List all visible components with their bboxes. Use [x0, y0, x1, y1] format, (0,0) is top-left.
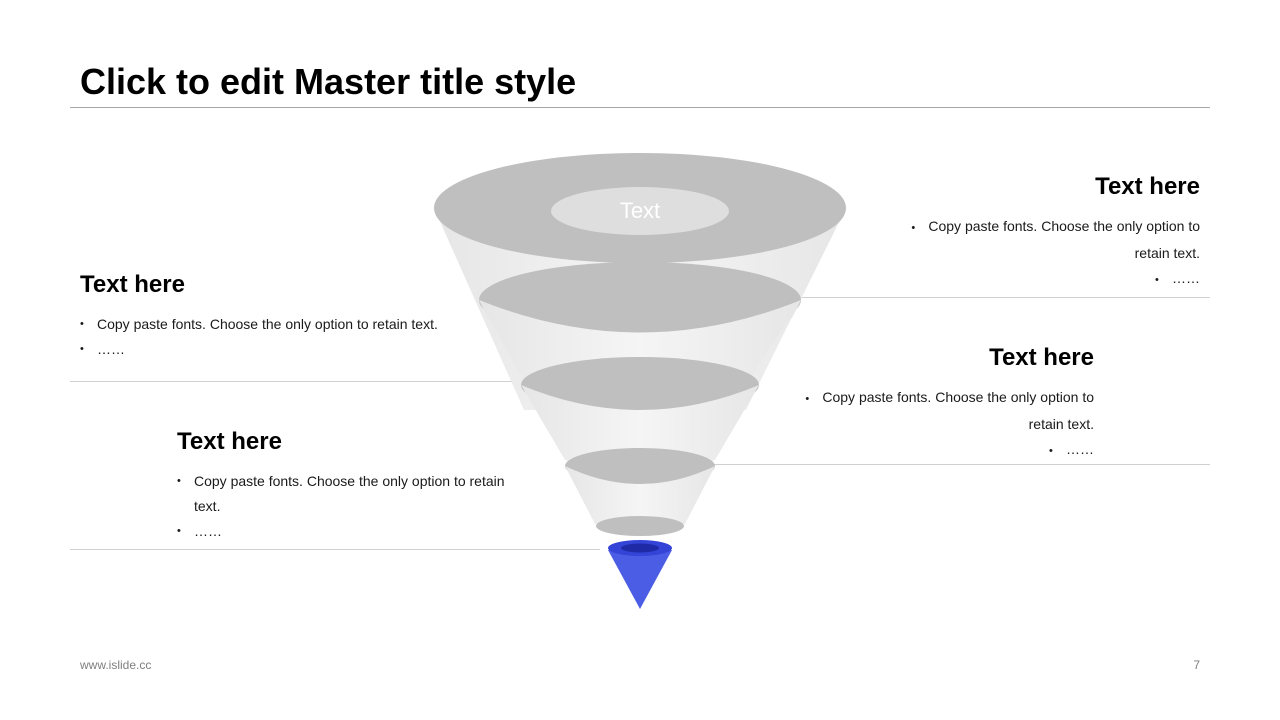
separator-line-left-middle: [70, 381, 530, 382]
funnel-tier-3-face: [521, 385, 759, 473]
bullet-item[interactable]: Copy paste fonts. Choose the only option…: [177, 469, 527, 519]
block-heading[interactable]: Text here: [80, 271, 185, 298]
footer-url: www.islide.cc: [80, 658, 152, 672]
slide-title[interactable]: Click to edit Master title style: [80, 61, 577, 102]
separator-line-right-middle: [700, 464, 1210, 465]
text-block-left-bottom: Text here Copy paste fonts. Choose the o…: [177, 427, 527, 544]
block-heading[interactable]: Text here: [1095, 173, 1200, 200]
funnel-tip-hole: [621, 543, 659, 553]
bullet-item[interactable]: ……: [880, 266, 1200, 293]
bullet-list: Copy paste fonts. Choose the only option…: [780, 385, 1094, 464]
page-number: 7: [1193, 658, 1200, 672]
bullet-item[interactable]: Copy paste fonts. Choose the only option…: [880, 214, 1200, 266]
text-block-right-middle: Text here Copy paste fonts. Choose the o…: [780, 343, 1094, 464]
funnel-tier-4: [565, 448, 715, 531]
funnel-tier-5-rim: [596, 516, 684, 536]
text-block-right-top: Text here Copy paste fonts. Choose the o…: [880, 172, 1200, 293]
separator-line-left-bottom: [70, 549, 600, 550]
bullet-item[interactable]: ……: [780, 437, 1094, 464]
block-heading[interactable]: Text here: [989, 344, 1094, 371]
funnel-tier-4-face: [565, 466, 715, 531]
funnel-tier-2-face: [479, 300, 801, 347]
text-block-left: Text here Copy paste fonts. Choose the o…: [80, 270, 480, 362]
bullet-item[interactable]: Copy paste fonts. Choose the only option…: [80, 312, 480, 337]
bullet-list: Copy paste fonts. Choose the only option…: [80, 312, 480, 362]
bullet-list: Copy paste fonts. Choose the only option…: [177, 469, 527, 544]
block-heading[interactable]: Text here: [177, 428, 282, 455]
bullet-item[interactable]: ……: [177, 519, 527, 544]
bullet-item[interactable]: Copy paste fonts. Choose the only option…: [780, 385, 1094, 437]
funnel-tier-2-rim: [479, 262, 801, 338]
funnel-top-label: Text: [620, 198, 660, 223]
bullet-item[interactable]: ……: [80, 337, 480, 362]
funnel-tier-3: [521, 357, 759, 473]
funnel-tip-cone: [608, 550, 672, 609]
title-divider: [70, 107, 1210, 108]
funnel-tip: [608, 540, 672, 609]
funnel-diagram: Text: [434, 153, 846, 609]
funnel-tier-4-rim: [565, 448, 715, 484]
funnel-tier-5: [596, 516, 684, 536]
bullet-list: Copy paste fonts. Choose the only option…: [880, 214, 1200, 293]
funnel-tier-3-rim: [521, 357, 759, 413]
separator-line-right-top: [800, 297, 1210, 298]
funnel-tier-1-center: [551, 187, 729, 235]
